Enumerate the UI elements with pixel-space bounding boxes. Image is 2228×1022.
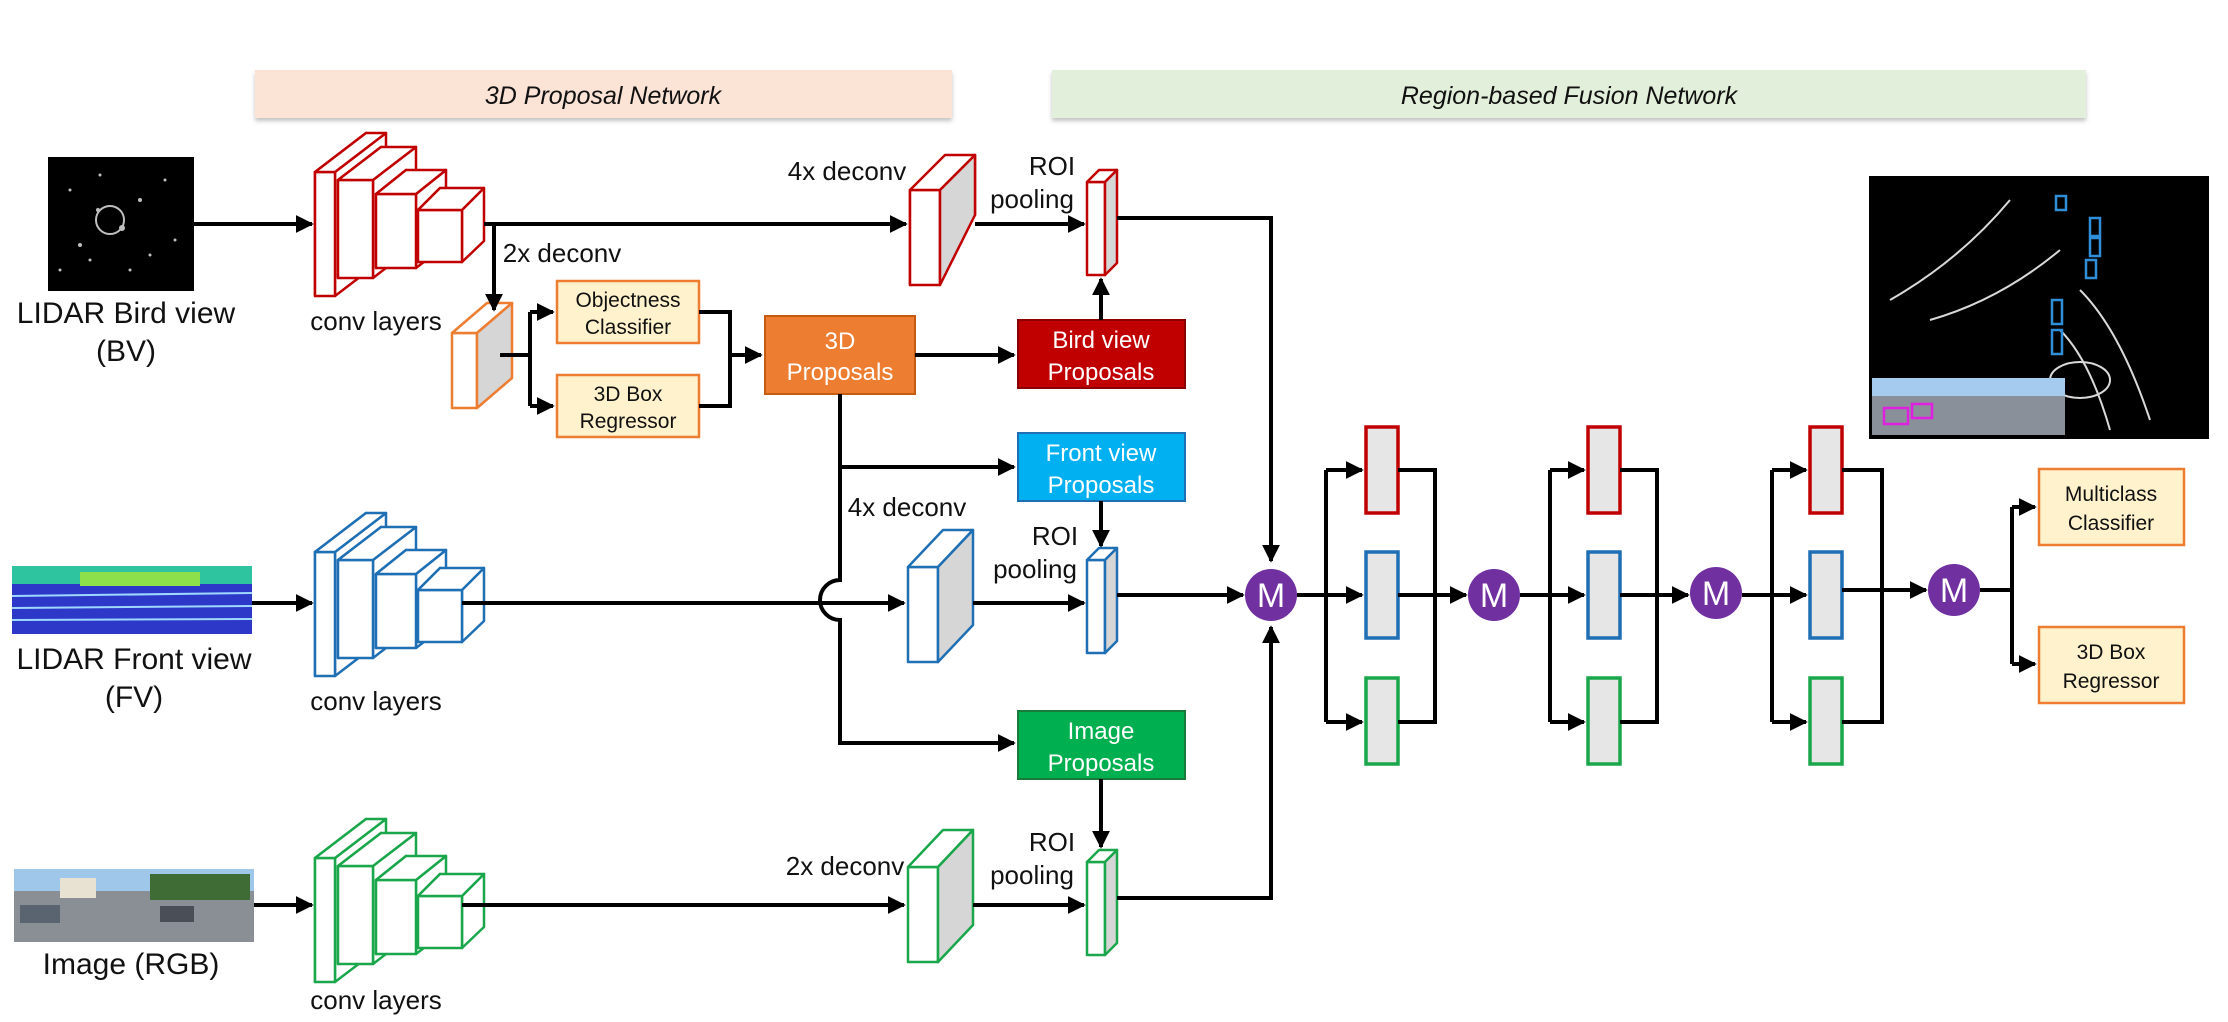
header-region-fusion-network: Region-based Fusion Network [1052, 70, 2086, 118]
bird-view-input-image [48, 157, 194, 291]
merge-node-4: M [1928, 564, 1980, 616]
final-box-regressor-box: 3D Box Regressor [2037, 625, 2186, 705]
fusion-stage-1 [1297, 425, 1468, 766]
fv-conv-block-4 [416, 566, 486, 644]
fv-conv-layers [313, 511, 486, 678]
fv-deconv-label: 4x deconv [848, 492, 967, 522]
merge-node-2: M [1468, 569, 1520, 621]
fusion-3-bird-view-fc [1808, 425, 1844, 515]
bv-conv-label: conv layers [310, 306, 442, 336]
bird-view-proposals-line-2: Proposals [1048, 359, 1155, 386]
final-regressor-line-1: 3D Box [2077, 641, 2146, 664]
bv-conv-block-4 [416, 186, 486, 264]
header-proposal-text: 3D Proposal Network [485, 82, 723, 110]
image-proposals-line-1: Image [1068, 718, 1135, 745]
rgb-roi-pool-slab [1085, 848, 1119, 957]
bv-4x-deconv-slab [908, 153, 977, 287]
merge-node-4-label: M [1940, 572, 1968, 610]
fusion-stage-3 [1742, 425, 1928, 766]
front-view-input-image [11, 566, 253, 634]
front-view-proposals-line-1: Front view [1046, 440, 1157, 467]
fusion-3-image-fc [1808, 676, 1844, 766]
regressor-line-1: 3D Box [594, 383, 663, 406]
image-proposals-box: Image Proposals [1017, 710, 1186, 780]
fv-roi-label-1: ROI [1032, 521, 1078, 551]
rgb-input-image [14, 869, 254, 942]
3d-proposals-line-2: Proposals [787, 359, 894, 386]
rgb-image-label: Image (RGB) [43, 948, 220, 981]
proposal-2x-deconv-slab [450, 301, 514, 410]
fv-4x-deconv-slab [906, 528, 975, 664]
output-visualization-image [1869, 176, 2209, 439]
front-view-proposals-box: Front view Proposals [1017, 432, 1186, 502]
multiclass-line-2: Classifier [2068, 512, 2154, 535]
objectness-line-1: Objectness [575, 289, 680, 312]
bird-view-proposals-box: Bird view Proposals [1017, 319, 1186, 389]
multiclass-line-1: Multiclass [2065, 483, 2157, 506]
fusion-3-front-view-fc [1808, 550, 1844, 640]
fusion-2-bird-view-fc [1586, 425, 1622, 515]
front-view-abbrev: (FV) [105, 681, 163, 714]
objectness-classifier-box: Objectness Classifier [555, 279, 701, 345]
bv-roi-label-1: ROI [1029, 151, 1075, 181]
rgb-conv-label: conv layers [310, 985, 442, 1015]
merge-node-1: M [1245, 569, 1297, 621]
rgb-conv-block-4 [416, 872, 486, 950]
rgb-deconv-label: 2x deconv [786, 851, 905, 881]
header-3d-proposal-network: 3D Proposal Network [255, 70, 952, 118]
multiclass-classifier-box: Multiclass Classifier [2037, 467, 2186, 547]
front-view-proposals-line-2: Proposals [1048, 472, 1155, 499]
fusion-2-front-view-fc [1586, 550, 1622, 640]
fv-conv-label: conv layers [310, 686, 442, 716]
fv-roi-pool-slab [1085, 546, 1119, 655]
bv-deconv-label: 4x deconv [788, 156, 907, 186]
3d-proposals-line-1: 3D [825, 328, 856, 355]
front-view-label: LIDAR Front view [16, 643, 251, 676]
merge-node-3-label: M [1702, 575, 1730, 613]
bv-conv-layers [313, 131, 486, 298]
bird-view-label: LIDAR Bird view [17, 297, 236, 330]
connector-lines [194, 215, 1280, 914]
proposal-box-regressor-box: 3D Box Regressor [555, 373, 701, 439]
bv-roi-label-2: pooling [990, 184, 1074, 214]
image-proposals-line-2: Proposals [1048, 750, 1155, 777]
final-regressor-line-2: Regressor [2063, 670, 2160, 693]
bird-view-proposals-line-1: Bird view [1052, 327, 1150, 354]
merge-node-2-label: M [1480, 577, 1508, 615]
fusion-2-image-fc [1586, 676, 1622, 766]
rgb-2x-deconv-slab [906, 828, 975, 964]
merge-node-3: M [1690, 567, 1742, 619]
merge-node-1-label: M [1257, 577, 1285, 615]
3d-proposals-box: 3D Proposals [764, 315, 916, 395]
output-heads-connector [1980, 498, 2037, 673]
rgb-roi-label-2: pooling [990, 860, 1074, 890]
bv-conv-block-3 [374, 168, 448, 270]
fusion-1-front-view-fc [1364, 550, 1400, 640]
fusion-1-bird-view-fc [1364, 425, 1400, 515]
proposal-deconv-label: 2x deconv [503, 238, 622, 268]
objectness-line-2: Classifier [585, 316, 671, 339]
header-fusion-text: Region-based Fusion Network [1401, 82, 1739, 110]
rgb-conv-layers [313, 817, 486, 984]
fusion-1-image-fc [1364, 676, 1400, 766]
fv-roi-label-2: pooling [993, 554, 1077, 584]
rgb-roi-label-1: ROI [1029, 827, 1075, 857]
bv-roi-pool-slab [1085, 168, 1119, 277]
regressor-line-2: Regressor [580, 410, 677, 433]
bird-view-abbrev: (BV) [96, 335, 156, 368]
fusion-stage-2 [1520, 425, 1690, 766]
